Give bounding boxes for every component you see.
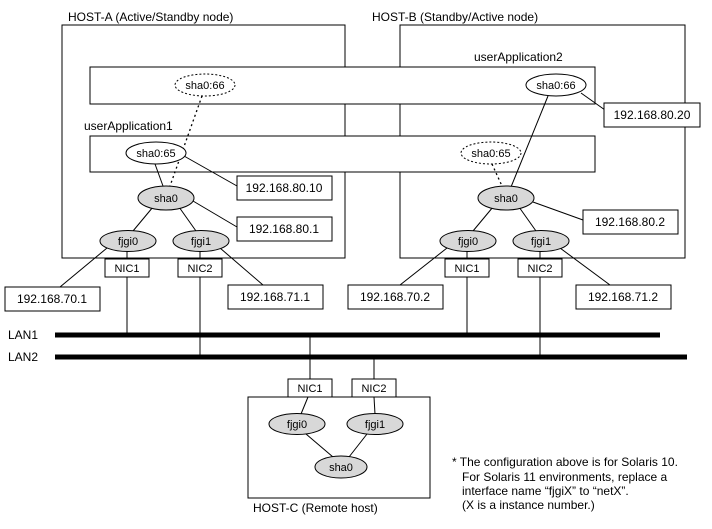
host-a-sha065-label: sha0:65	[136, 148, 175, 160]
wire-a-sha065-ip8010	[183, 155, 238, 187]
host-a-nic1-box	[104, 258, 150, 278]
ip-box-192-168-80-1	[236, 216, 333, 242]
ip-box-192-168-80-10	[236, 175, 333, 201]
host-c-nodes: NIC1 NIC2 fjgi0 fjgi1 sha0 HOST-C (Remot…	[253, 378, 404, 515]
wire-b-sha0-ip802	[532, 201, 584, 221]
wire-b-sha0-fjgi1	[518, 206, 537, 232]
host-c-sha0-ellipse	[314, 455, 368, 479]
wire-b-sha065-sha0-standby	[491, 163, 503, 187]
user-application2-box	[89, 66, 596, 105]
host-a-sha066-ellipse-standby	[174, 73, 236, 97]
ip-label-192-168-71-2: 192.168.71.2	[588, 290, 658, 304]
lan-buses: LAN1 LAN2	[8, 328, 687, 364]
host-b-fjgi0-label: fjgi0	[458, 236, 478, 248]
host-a-sha0-ellipse	[137, 185, 195, 211]
wire-a-fjgi1-ip711	[219, 247, 264, 286]
host-a-sha066-label: sha0:66	[185, 80, 224, 92]
footnote-line1: * The configuration above is for Solaris…	[452, 455, 678, 469]
footnote-line2: For Solaris 11 environments, replace a	[462, 470, 668, 484]
host-c-nic1-box	[287, 378, 333, 398]
host-a-sha065-ellipse	[125, 141, 187, 165]
wire-c-nic2-fjgi1	[373, 396, 376, 415]
host-c-nic2-box	[351, 378, 397, 398]
wire-b-sha0-fjgi0	[472, 206, 494, 232]
connector-wires	[59, 92, 611, 458]
footnote-line3: interface name “fjgiX” to “netX”.	[462, 484, 629, 498]
ip-box-192-168-80-20	[603, 102, 701, 128]
host-b-fjgi0-ellipse	[439, 230, 497, 252]
wire-b-sha066-sha0	[510, 95, 549, 188]
ip-label-192-168-70-1: 192.168.70.1	[17, 292, 87, 306]
lan2-label: LAN2	[8, 350, 38, 364]
wire-c-fjgi0-sha0	[305, 433, 334, 458]
host-c-fjgi0-label: fjgi0	[287, 419, 307, 431]
wire-c-nic1-fjgi0	[300, 396, 309, 415]
ip-label-192-168-80-1: 192.168.80.1	[249, 222, 319, 236]
host-c-fjgi0-ellipse	[268, 413, 326, 435]
wire-b-fjgi1-ip712	[559, 247, 611, 286]
ip-label-192-168-70-2: 192.168.70.2	[360, 290, 430, 304]
wire-b-fjgi0-ip702	[399, 247, 448, 286]
host-a-fjgi0-label: fjgi0	[118, 236, 138, 248]
wire-b-sha066-ip8020	[580, 92, 606, 111]
ip-box-192-168-70-1	[4, 286, 101, 312]
host-a-fjgi1-ellipse	[172, 230, 230, 252]
host-a-nodes: sha0:66 sha0:65 sha0 fjgi0 fjgi1 NIC1 NI…	[99, 73, 236, 278]
host-b-nic1-box	[444, 258, 490, 278]
host-c-nic1-label: NIC1	[297, 383, 322, 395]
ip-box-192-168-71-1	[227, 284, 324, 310]
host-c-box	[247, 396, 431, 499]
ip-box-192-168-71-2	[575, 284, 672, 310]
host-c-fjgi1-label: fjgi1	[365, 419, 385, 431]
wire-c-fjgi1-sha0	[348, 433, 368, 458]
host-b-nodes: sha0:66 sha0:65 sha0 fjgi0 fjgi1 NIC1 NI…	[439, 73, 587, 278]
host-b-title: HOST-B (Standby/Active node)	[372, 10, 538, 24]
host-b-nic1-label: NIC1	[454, 263, 479, 275]
wire-a-sha065-sha0	[154, 163, 164, 187]
ip-box-192-168-70-2	[347, 284, 444, 310]
ip-boxes: 192.168.80.20 192.168.80.10 192.168.80.1…	[4, 102, 701, 312]
host-c-nic2-label: NIC2	[361, 383, 386, 395]
user-application2-label: userApplication2	[474, 50, 563, 64]
host-a-nic1-label: NIC1	[114, 263, 139, 275]
footnote: * The configuration above is for Solaris…	[452, 455, 678, 512]
host-b-sha065-ellipse-standby	[460, 141, 522, 165]
host-b-sha0-label: sha0	[494, 193, 518, 205]
host-a-title: HOST-A (Active/Standby node)	[68, 10, 233, 24]
host-b-nic2-box	[517, 258, 563, 278]
host-b-sha066-ellipse	[525, 73, 587, 97]
wire-a-sha0-fjgi0	[132, 206, 154, 232]
footnote-line4: (X is a instance number.)	[462, 498, 595, 512]
host-c-fjgi1-ellipse	[346, 413, 404, 435]
host-b-sha066-label: sha0:66	[536, 80, 575, 92]
ip-label-192-168-80-10: 192.168.80.10	[246, 181, 323, 195]
wire-a-sha066-sha0-standby	[169, 95, 203, 187]
ip-label-192-168-80-2: 192.168.80.2	[595, 215, 665, 229]
host-a-nic2-box	[177, 258, 223, 278]
wire-a-sha0-ip801	[192, 200, 238, 228]
host-a-sha0-label: sha0	[154, 193, 178, 205]
host-a-fjgi0-ellipse	[99, 230, 157, 252]
host-b-sha0-ellipse	[477, 185, 535, 211]
lan1-label: LAN1	[8, 328, 38, 342]
ip-label-192-168-80-20: 192.168.80.20	[614, 108, 691, 122]
wire-a-fjgi0-ip701	[59, 247, 108, 288]
ip-label-192-168-71-1: 192.168.71.1	[240, 290, 310, 304]
ip-box-192-168-80-2	[582, 209, 679, 235]
host-b-fjgi1-label: fjgi1	[531, 236, 551, 248]
host-a-nic2-label: NIC2	[187, 263, 212, 275]
host-a-fjgi1-label: fjgi1	[191, 236, 211, 248]
host-c-title: HOST-C (Remote host)	[253, 501, 378, 515]
host-b-fjgi1-ellipse	[512, 230, 570, 252]
user-application1-label: userApplication1	[84, 119, 173, 133]
host-b-sha065-label: sha0:65	[471, 148, 510, 160]
host-c-sha0-label: sha0	[329, 462, 353, 474]
host-b-nic2-label: NIC2	[527, 263, 552, 275]
wire-a-sha0-fjgi1	[178, 206, 197, 232]
